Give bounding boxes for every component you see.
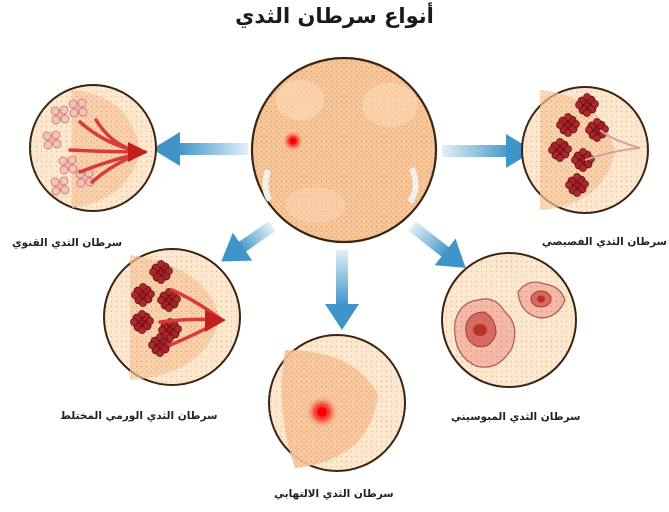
arrow-to-mixed <box>211 212 281 275</box>
label-mucinous: سرطان الثدي المبوسيني <box>451 411 580 423</box>
label-inflammatory: سرطان الثدي الالتهابي <box>274 488 394 500</box>
label-ductal: سرطان الثدي القنوي <box>12 237 122 249</box>
mixed-icon <box>104 249 240 385</box>
center-breast-icon <box>252 58 436 242</box>
arrow-to-ductal <box>152 132 248 166</box>
arrow-to-inflammatory <box>325 250 359 330</box>
label-lobular: سرطان الثدي الفصيصي <box>542 236 667 248</box>
mucinous-icon <box>442 253 576 387</box>
inflammatory-icon <box>269 335 405 471</box>
ductal-icon <box>30 85 156 211</box>
label-mixed: سرطان الثدي الورمي المختلط <box>60 410 217 422</box>
arrow-to-lobular <box>442 134 534 168</box>
lobular-icon <box>522 87 648 213</box>
